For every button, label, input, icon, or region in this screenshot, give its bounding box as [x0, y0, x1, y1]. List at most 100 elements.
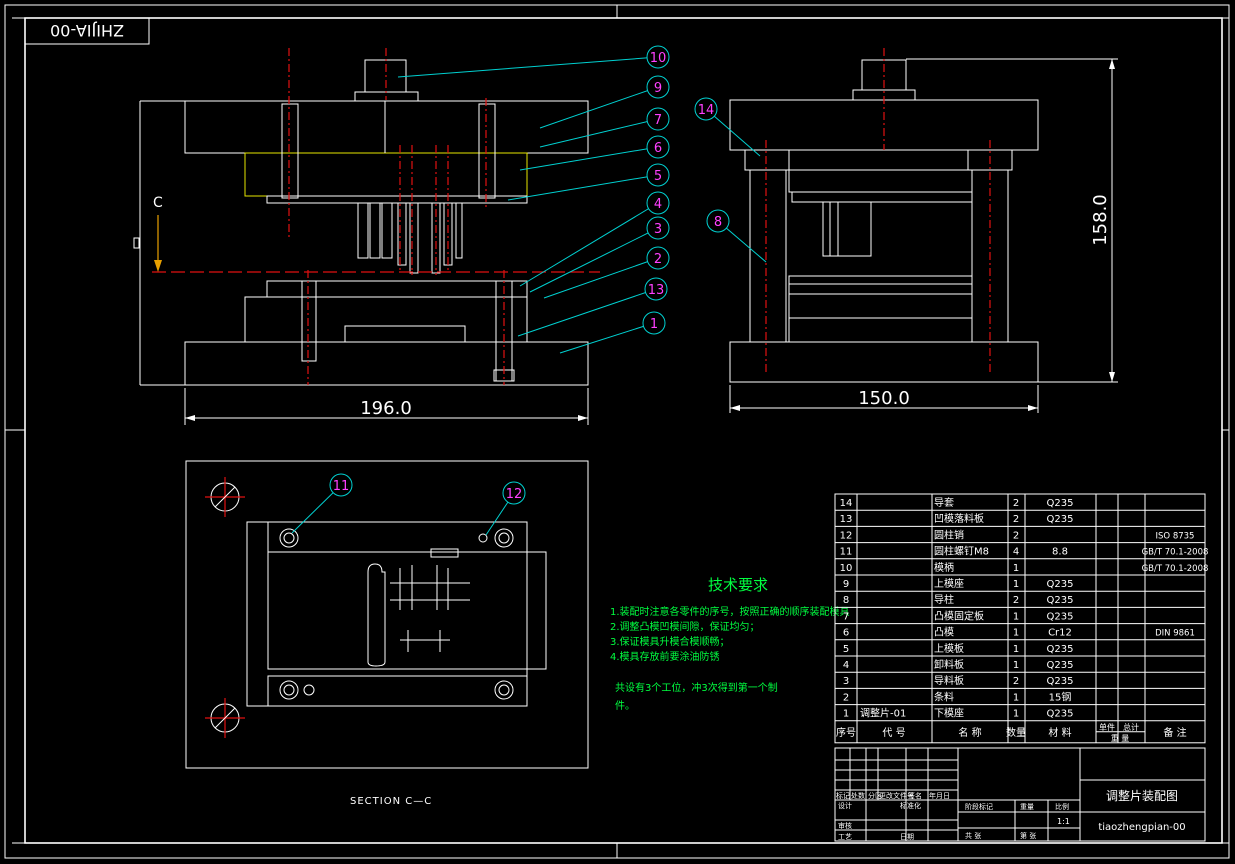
bom-cell: 1 — [843, 709, 849, 720]
tb-title: 调整片装配图 — [1106, 788, 1178, 803]
bom-cell: 1 — [1013, 628, 1019, 639]
tb-std: 标准化 — [900, 801, 921, 810]
bom-cell: 上模板 — [934, 642, 964, 655]
bom-cell: Q235 — [1047, 498, 1074, 509]
bom-cell: 1 — [1013, 709, 1019, 720]
bom-cell: Q235 — [1047, 644, 1074, 655]
tb-process: 工艺 — [838, 833, 852, 841]
drawing-code-text: ZHIJIA-00 — [50, 21, 124, 40]
tb-docno: 更改文件号 — [879, 791, 914, 800]
bom-cell: 8.8 — [1052, 547, 1068, 558]
bom-cell: Q235 — [1047, 514, 1074, 525]
bom-cell: 15钢 — [1049, 690, 1072, 703]
section-letter: C — [153, 195, 163, 211]
bom-cell: 圆柱销 — [934, 528, 964, 541]
bom-cell: 模柄 — [934, 561, 954, 574]
tb-zone: 分区 — [868, 791, 882, 800]
bom-cell: 1 — [1013, 611, 1019, 622]
tb-mark: 标记 — [836, 791, 850, 800]
tech-line-2: 2.调整凸模凹模间隙，保证均匀； — [610, 620, 760, 633]
tb-weight: 重量 — [1020, 803, 1034, 811]
bom-cell: 凸模固定板 — [934, 609, 984, 622]
bom-cell: 1 — [1013, 579, 1019, 590]
bom-cell: 卸料板 — [934, 658, 964, 671]
bom-cell: Q235 — [1047, 709, 1074, 720]
bom-cell: 3 — [843, 676, 849, 687]
bom-cell: 6 — [843, 628, 849, 639]
balloon-number: 6 — [654, 141, 662, 156]
part-balloon: 2 — [543, 246, 670, 299]
tech-line-4: 4.模具存放前要涂油防锈 — [610, 650, 720, 663]
balloon-number: 9 — [654, 81, 662, 96]
bom-cell: 12 — [840, 530, 853, 541]
part-balloon: 3 — [529, 216, 670, 293]
bom-header-cell: 代 号 — [882, 727, 905, 739]
part-balloon: 9 — [539, 75, 670, 129]
tech-requirements: 技术要求 1.装配时注意各零件的序号，按照正确的顺序装配模具 2.调整凸模凹模间… — [610, 576, 850, 712]
bom-cell: GB/T 70.1-2008 — [1142, 548, 1209, 558]
title-block: 标记 处数 分区 更改文件号 签名 年月日 设计 标准化 审核 工艺 日期 阶段… — [834, 747, 1206, 842]
tb-date2: 日期 — [900, 833, 914, 841]
part-balloon: 4 — [519, 191, 670, 287]
bom-cell: Q235 — [1047, 579, 1074, 590]
part-balloon: 14 — [694, 97, 761, 157]
sheet-border — [4, 4, 1230, 859]
tech-line-1: 1.装配时注意各零件的序号，按照正确的顺序装配模具 — [610, 605, 850, 618]
bom-cell: 1 — [1013, 692, 1019, 703]
bom-cell: 条料 — [934, 690, 954, 703]
tb-sign: 签名 — [908, 791, 922, 800]
bom-cell: 1 — [1013, 563, 1019, 574]
bom-cell: 2 — [1013, 530, 1019, 541]
tb-ratio: 比例 — [1055, 802, 1069, 811]
bom-cell: ISO 8735 — [1156, 531, 1195, 541]
bom-row: 12 圆柱销 2 ISO 8735 — [840, 528, 1195, 541]
bom-cell: 8 — [843, 595, 849, 606]
bom-cell: 4 — [843, 660, 849, 671]
tb-code: tiaozhengpian-00 — [1098, 822, 1185, 833]
bom-header-cell: 备 注 — [1163, 726, 1186, 739]
bom-cell: 2 — [843, 692, 849, 703]
bom-cell: Q235 — [1047, 676, 1074, 687]
punches — [357, 202, 463, 274]
bom-cell: 圆柱螺钉M8 — [934, 545, 989, 558]
tb-review: 审核 — [838, 821, 852, 830]
balloon-number: 4 — [654, 197, 662, 212]
tech-line-3: 3.保证模具升模合模顺畅； — [610, 635, 730, 648]
part-balloon: 12 — [485, 481, 526, 536]
tb-sheet: 第 张 — [1020, 831, 1036, 840]
bom-cell: 上模座 — [934, 577, 964, 590]
bom-cell: Q235 — [1047, 611, 1074, 622]
balloon-number: 7 — [654, 113, 662, 128]
balloon-number: 12 — [506, 487, 523, 502]
balloon-number: 8 — [714, 215, 722, 230]
part-balloon: 13 — [517, 277, 668, 337]
drawing-code-box: ZHIJIA-00 — [24, 17, 150, 45]
tb-total: 共 张 — [965, 831, 981, 840]
dim-side-height: 158.0 — [1090, 194, 1111, 246]
part-balloon: 11 — [291, 473, 353, 534]
bom-cell: 5 — [843, 644, 849, 655]
bom-cell: 1 — [1013, 660, 1019, 671]
bom-cell: 下模座 — [934, 707, 964, 720]
balloon-number: 11 — [333, 479, 350, 494]
part-balloon: 6 — [519, 135, 670, 171]
tb-scale: 1:1 — [1057, 817, 1070, 826]
bom-cell: 导柱 — [934, 593, 954, 606]
bom-cell: GB/T 70.1-2008 — [1142, 564, 1209, 574]
bom-cell: 7 — [843, 611, 849, 622]
bom-cell: 11 — [840, 547, 853, 558]
bom-row: 2 条料 1 15钢 — [843, 690, 1072, 703]
bom-header-cell: 重 量 — [1111, 733, 1130, 743]
bom-cell: 凹模落料板 — [934, 512, 984, 525]
